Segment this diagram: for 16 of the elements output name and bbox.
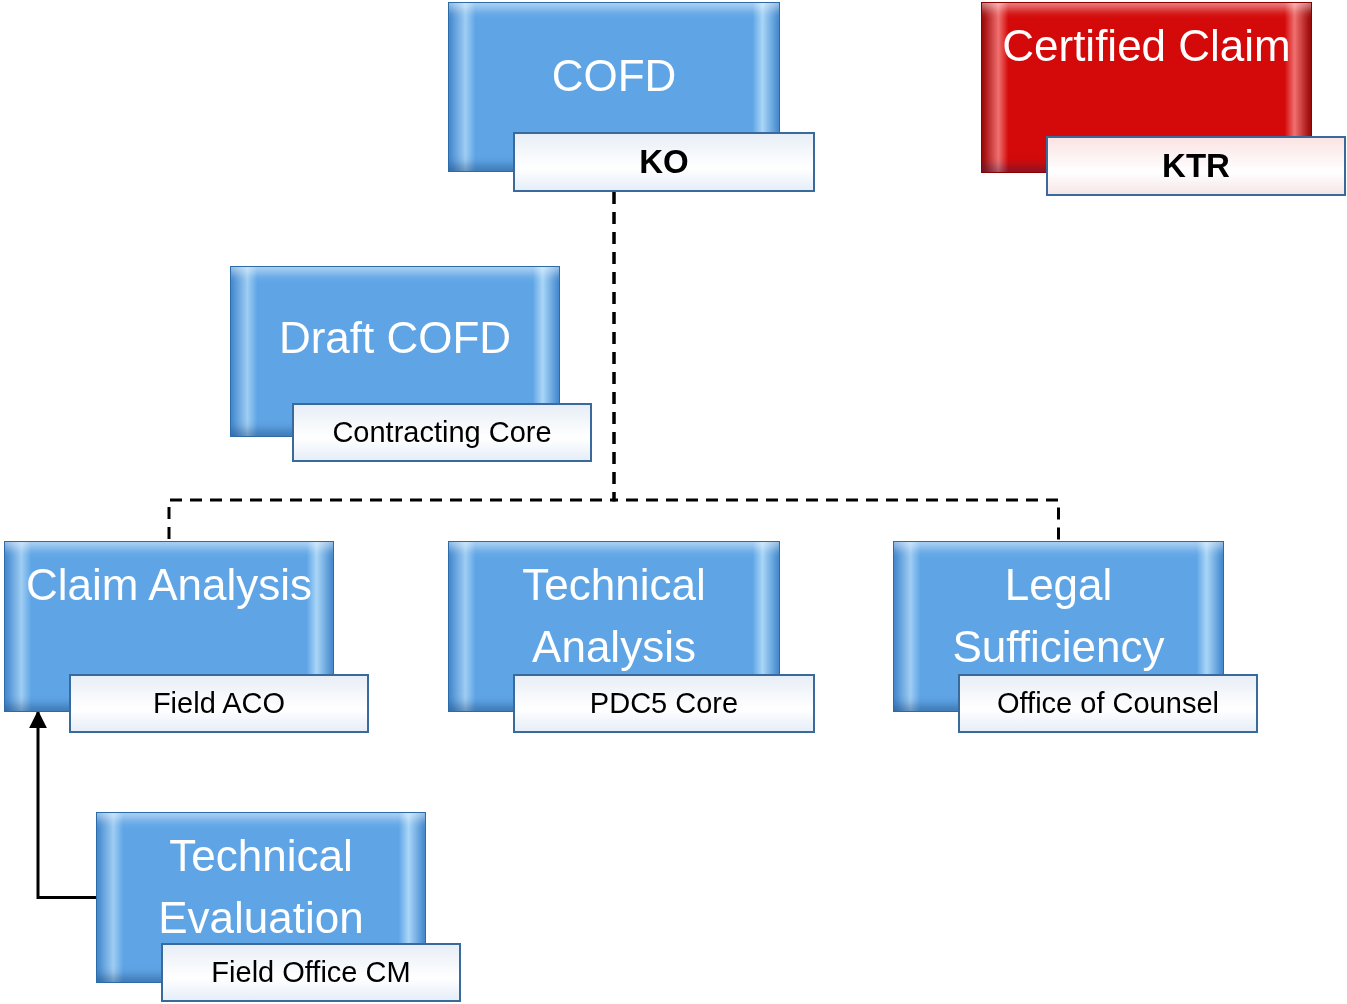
box-title: COFD (550, 50, 678, 102)
role-tab: Field Office CM (161, 943, 461, 1002)
box-title: Certified Claim (1002, 20, 1291, 72)
connector-line (612, 192, 1060, 541)
box-title: Draft COFD (277, 312, 513, 364)
arrow (29, 710, 96, 899)
role-tab: Office of Counsel (958, 674, 1258, 733)
box-title: Legal Sufficiency (951, 559, 1166, 673)
role-tab: KO (513, 132, 815, 192)
box-title: Technical Analysis (521, 559, 707, 673)
box-title: Claim Analysis (25, 559, 313, 611)
role-tab: Field ACO (69, 674, 369, 733)
box-title: Technical Evaluation (157, 830, 365, 944)
role-tab: PDC5 Core (513, 674, 815, 733)
role-tab: Contracting Core (292, 403, 592, 462)
role-tab: KTR (1046, 136, 1346, 196)
